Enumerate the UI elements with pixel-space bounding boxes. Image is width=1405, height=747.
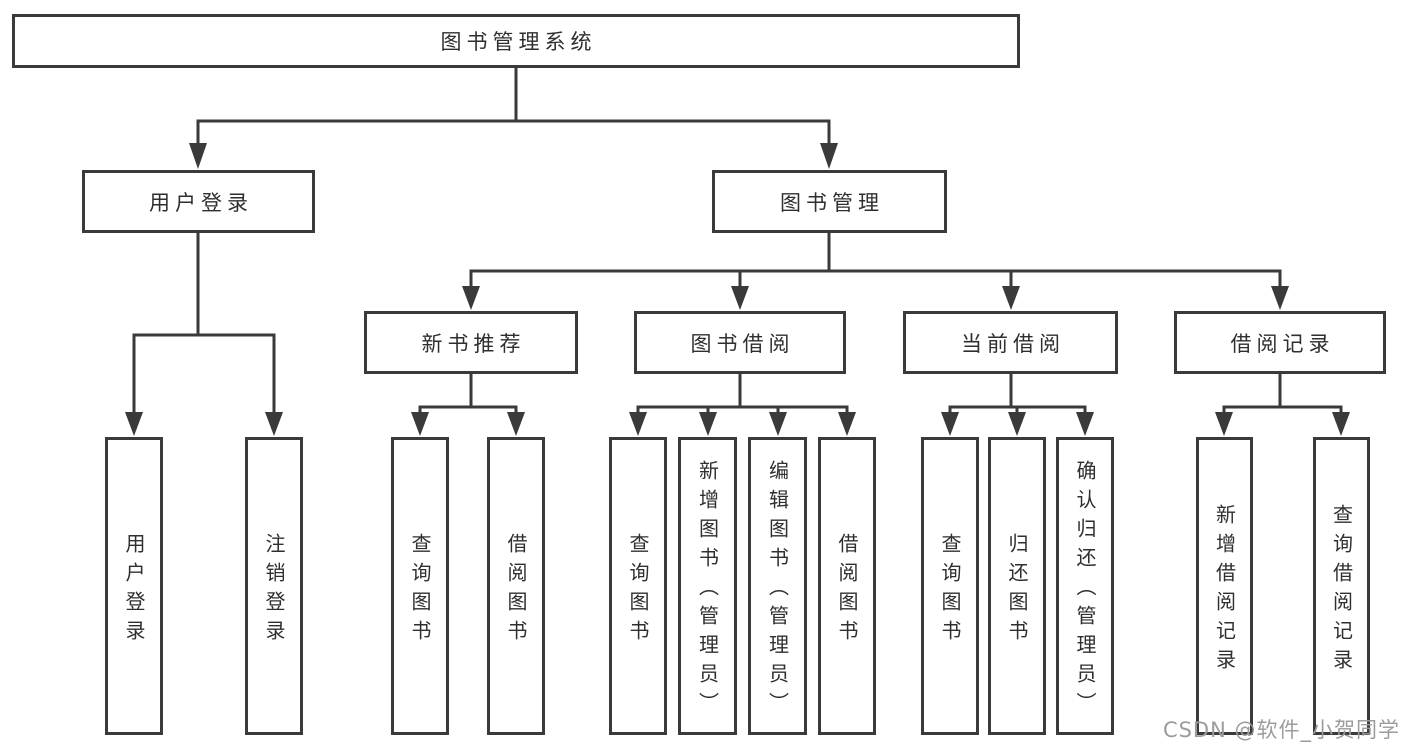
leaf-confirm-return-admin: 确认归还（管理员） xyxy=(1056,437,1114,735)
node-book-borrowing: 图书借阅 xyxy=(634,311,846,374)
leaf-borrow-books-borrowing: 借阅图书 xyxy=(818,437,876,735)
connector-current-borrowing-to-leaves xyxy=(941,374,1094,436)
node-user-login: 用户登录 xyxy=(82,170,315,233)
arrowhead-down-icon xyxy=(769,412,787,436)
connector-book-management-to-level3 xyxy=(462,233,1289,310)
leaf-user-login: 用户登录 xyxy=(105,437,163,735)
connector-user-login-to-leaves xyxy=(125,233,283,436)
node-library-management-system: 图书管理系统 xyxy=(12,14,1020,68)
leaf-edit-books-admin: 编辑图书（管理员） xyxy=(748,437,807,735)
arrowhead-down-icon xyxy=(1002,286,1020,310)
arrowhead-down-icon xyxy=(1271,286,1289,310)
arrowhead-down-icon xyxy=(507,412,525,436)
arrowhead-down-icon xyxy=(462,286,480,310)
leaf-add-books-admin: 新增图书（管理员） xyxy=(678,437,737,735)
connector-new-book-recommend-to-leaves xyxy=(411,374,525,436)
leaf-logout-login: 注销登录 xyxy=(245,437,303,735)
leaf-return-books: 归还图书 xyxy=(988,437,1046,735)
node-book-management: 图书管理 xyxy=(712,170,947,233)
leaf-query-borrow-record: 查询借阅记录 xyxy=(1313,437,1370,735)
leaf-query-books-borrowing: 查询图书 xyxy=(609,437,667,735)
arrowhead-down-icon xyxy=(838,412,856,436)
leaf-add-borrow-record: 新增借阅记录 xyxy=(1196,437,1253,735)
node-current-borrowing: 当前借阅 xyxy=(903,311,1118,374)
leaf-query-books-current: 查询图书 xyxy=(921,437,979,735)
leaf-query-books-recommend: 查询图书 xyxy=(391,437,449,735)
arrowhead-down-icon xyxy=(629,412,647,436)
leaf-borrow-books-recommend: 借阅图书 xyxy=(487,437,545,735)
connector-root-to-level2 xyxy=(189,67,838,169)
arrowhead-down-icon xyxy=(125,412,143,436)
arrowhead-down-icon xyxy=(189,143,207,169)
arrowhead-down-icon xyxy=(1215,412,1233,436)
arrowhead-down-icon xyxy=(731,286,749,310)
arrowhead-down-icon xyxy=(1008,412,1026,436)
arrowhead-down-icon xyxy=(1332,412,1350,436)
arrowhead-down-icon xyxy=(265,412,283,436)
connector-book-borrowing-to-leaves xyxy=(629,374,856,436)
watermark: CSDN @软件_小贺同学 xyxy=(1162,718,1400,742)
node-borrowing-records: 借阅记录 xyxy=(1174,311,1386,374)
node-new-book-recommend: 新书推荐 xyxy=(364,311,578,374)
arrowhead-down-icon xyxy=(411,412,429,436)
arrowhead-down-icon xyxy=(699,412,717,436)
arrowhead-down-icon xyxy=(941,412,959,436)
connector-borrowing-records-to-leaves xyxy=(1215,374,1350,436)
arrowhead-down-icon xyxy=(820,143,838,169)
arrowhead-down-icon xyxy=(1076,412,1094,436)
